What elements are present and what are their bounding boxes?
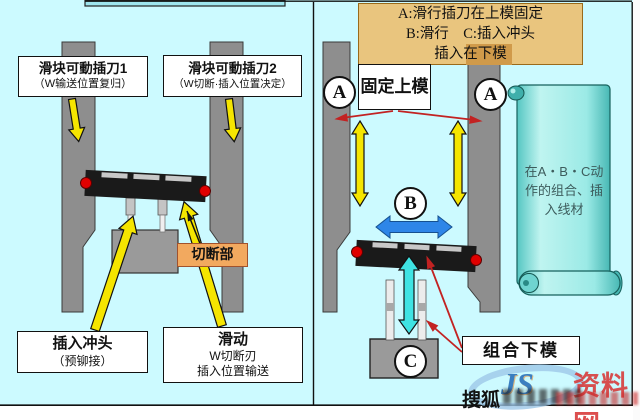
slide-title: 滑动	[217, 330, 248, 348]
watermark-blur-red	[556, 392, 638, 405]
blue-slide-arrow-icon	[375, 214, 453, 240]
right-margin-strip	[633, 0, 640, 420]
marker-a-right: A	[474, 78, 507, 111]
fixed-upper-die-label: 固定上模	[358, 64, 431, 110]
slider2-title: 滑块可動插刀2	[188, 61, 277, 76]
left-bar-dot-right	[199, 185, 211, 197]
yellow-arrow-slider2-icon	[223, 97, 242, 143]
cutting-pointer-arrow	[186, 210, 202, 247]
slider1-label-box: 滑块可動插刀1 （W输送位置复归）	[18, 56, 148, 97]
marker-c: C	[394, 345, 427, 378]
insert-punch-subtitle: （预铆接）	[52, 353, 113, 368]
insert-punch-label-box: 插入冲头 （预铆接）	[17, 331, 148, 373]
top-edge-bar	[84, 0, 286, 7]
combined-lower-die-label: 组合下模	[462, 336, 580, 365]
cyan-insert-arrow-icon	[397, 254, 421, 336]
slider1-title: 滑块可動插刀1	[38, 61, 128, 77]
slider2-subtitle: （W切断·插入位置决定）	[173, 77, 292, 90]
slider1-subtitle: （W输送位置复归）	[33, 78, 133, 91]
right-bar-dot-right	[470, 254, 482, 266]
slide-line2: W切断刃	[209, 349, 257, 364]
marker-b: B	[394, 187, 427, 220]
right-bar-dot-left	[351, 246, 363, 258]
note-line2: B:滑行 C:插入冲头	[406, 26, 535, 42]
cutting-section-label: 切断部	[177, 243, 248, 267]
note-highlight-block	[466, 44, 512, 65]
right-pins	[385, 279, 427, 341]
abc-note-box: A:滑行插刀在上模固定 B:滑行 C:插入冲头 插入在下模	[358, 3, 583, 65]
slide-label-box: 滑动 W切断刃 插入位置输送	[163, 327, 303, 383]
note-line3: 插入在下模	[434, 46, 507, 62]
left-slider-bar	[84, 169, 207, 203]
watermark-footer: 搜狐	[462, 390, 501, 411]
note-line1: A:滑行插刀在上模固定	[398, 6, 543, 22]
slide-line3: 插入位置输送	[196, 364, 269, 379]
fixed-upper-pointer-arrows	[334, 110, 483, 124]
slider2-label-box: 滑块可動插刀2 （W切断·插入位置决定）	[163, 55, 302, 97]
yellow-arrow-punch-icon	[89, 215, 138, 333]
right-panel-column-left	[322, 41, 351, 313]
yellow-arrow-slider1-icon	[67, 97, 86, 143]
lower-die-pointer-arrows	[425, 255, 463, 353]
left-bar-dot-left	[80, 177, 92, 189]
marker-a-left: A	[323, 76, 356, 109]
yellow-double-arrow-right-icon	[448, 119, 468, 208]
scroll-note-text: 在A・B・C动作的组合、插入线材	[524, 164, 604, 217]
scroll-shape	[507, 84, 623, 296]
insert-punch-title: 插入冲头	[52, 335, 113, 353]
right-slider-bar	[355, 239, 477, 273]
yellow-double-arrow-left-icon	[350, 119, 370, 208]
